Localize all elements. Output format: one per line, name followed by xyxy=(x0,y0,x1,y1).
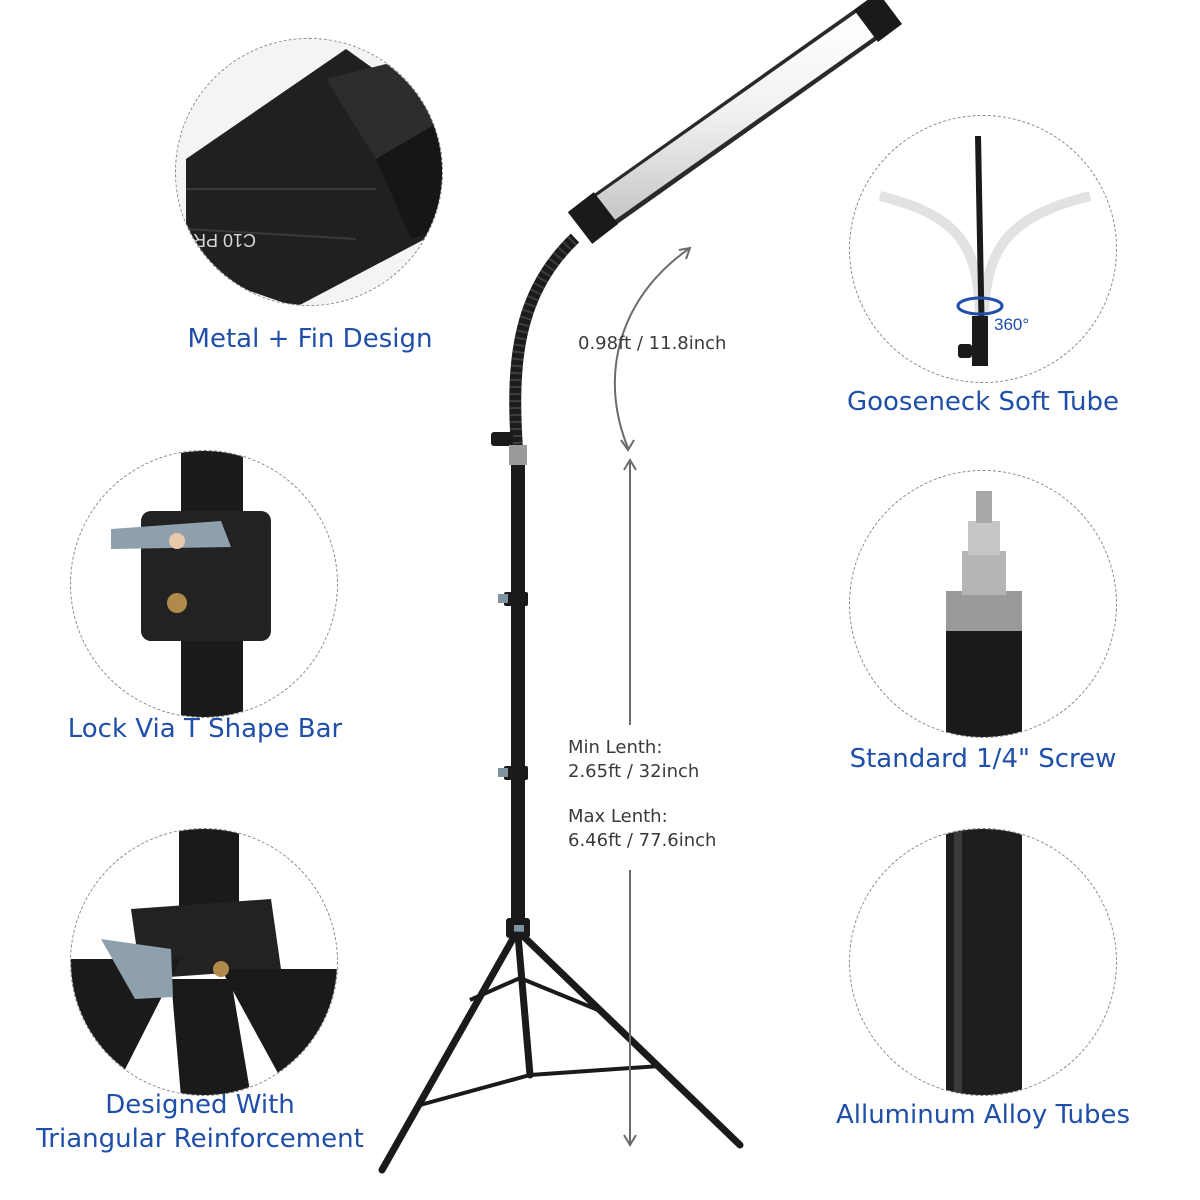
screw-image xyxy=(946,491,1022,737)
gooseneck-caption: Gooseneck Soft Tube xyxy=(846,387,1120,417)
aluminum-caption: Alluminum Alloy Tubes xyxy=(835,1100,1131,1130)
t-bar-knob-icon xyxy=(101,939,173,999)
max-length-value: 6.46ft / 77.6inch xyxy=(568,830,717,851)
aluminum-tube-image xyxy=(946,829,1022,1095)
aluminum-detail-circle xyxy=(849,828,1117,1096)
triangle-caption: Designed With Triangular Reinforcement xyxy=(30,1088,370,1156)
triangle-image xyxy=(71,829,337,1095)
triangle-detail-circle xyxy=(70,828,338,1096)
min-length-label: Min Lenth: xyxy=(568,737,663,758)
screw-thread-icon xyxy=(976,491,992,523)
screw-detail-circle xyxy=(849,470,1117,738)
rotation-arrow-icon xyxy=(956,296,1004,316)
gooseneck-detail-circle: 360° xyxy=(849,115,1117,383)
gooseneck-length-label: 0.98ft / 11.8inch xyxy=(578,333,727,354)
t-lock-detail-circle xyxy=(70,450,338,718)
center-pole xyxy=(511,465,525,925)
led-light-tube xyxy=(567,0,902,244)
t-bar-knob-icon xyxy=(111,521,231,549)
metal-fin-detail-circle: C10 PR xyxy=(175,38,443,306)
t-lock-caption: Lock Via T Shape Bar xyxy=(67,714,343,744)
gooseneck-image: 360° xyxy=(878,135,1092,366)
dimension-arrows xyxy=(613,246,692,1147)
min-length-value: 2.65ft / 32inch xyxy=(568,761,700,782)
screw-caption: Standard 1/4" Screw xyxy=(849,744,1117,774)
metal-fin-caption: Metal + Fin Design xyxy=(187,324,433,354)
metal-fin-engraving: C10 PR xyxy=(193,230,256,250)
triangle-caption-line2: Triangular Reinforcement xyxy=(36,1124,364,1154)
knob xyxy=(491,432,513,446)
t-lock-image xyxy=(111,451,271,717)
max-length-label: Max Lenth: xyxy=(568,806,668,827)
triangle-caption-line1: Designed With xyxy=(105,1090,295,1120)
metal-fin-image: C10 PR xyxy=(176,39,442,305)
tripod-legs xyxy=(378,931,744,1174)
rotation-label: 360° xyxy=(994,315,1029,334)
